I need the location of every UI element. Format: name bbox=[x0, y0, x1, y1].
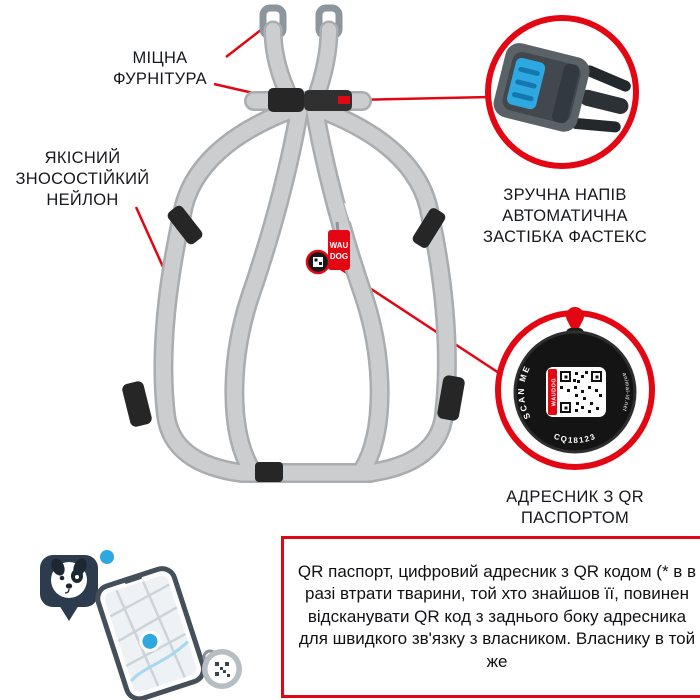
harness-illustration: WAU DOG bbox=[122, 4, 465, 483]
tag-scan-me-text: SCAN ME bbox=[516, 363, 531, 421]
harness-tag-line1: WAU bbox=[330, 241, 349, 250]
blue-dot-icon bbox=[100, 550, 114, 564]
label-nylon: ЯКІСНИЙ ЗНОСОСТІЙКИЙ НЕЙЛОН bbox=[15, 149, 150, 210]
harness-hardware bbox=[122, 88, 465, 482]
phone-illustration bbox=[40, 550, 242, 700]
qr-mini-tag-icon bbox=[202, 649, 242, 689]
tag-qr-plate: WAUDOG bbox=[546, 367, 606, 417]
callout-line-hardware-top bbox=[225, 25, 267, 58]
harness-tag-line2: DOG bbox=[330, 252, 348, 261]
description-text: QR паспорт, цифровий адресник з QR кодом… bbox=[297, 561, 697, 671]
harness-qr-tag bbox=[305, 249, 331, 275]
side-buckle-left bbox=[122, 381, 152, 427]
shine-highlight bbox=[344, 203, 362, 222]
phone-speaker bbox=[124, 576, 142, 584]
callout-line-buckle bbox=[351, 95, 491, 102]
clamp-red-mark bbox=[338, 96, 350, 104]
bottom-slider bbox=[255, 462, 283, 482]
svg-text:SCAN ME: SCAN ME bbox=[516, 363, 533, 421]
tag-brand-text: WAUDOG bbox=[552, 378, 558, 406]
label-hardware: МІЦНА ФУРНІТУРА bbox=[113, 49, 207, 89]
svg-text:CQ18123: CQ18123 bbox=[553, 432, 598, 445]
adjuster-left bbox=[167, 205, 203, 245]
tag-side-text: animal-id.net bbox=[621, 372, 630, 412]
label-buckle: ЗРУЧНА НАПІВ АВТОМАТИЧНА ЗАСТІБКА ФАСТЕК… bbox=[482, 186, 648, 247]
map-route bbox=[130, 640, 189, 683]
description-box: QR паспорт, цифровий адресник з QR кодом… bbox=[281, 536, 700, 698]
label-qr-tag: АДРЕСНИК З QR ПАСПОРТОМ bbox=[506, 488, 644, 528]
qr-tag-callout: WAUDOG bbox=[495, 307, 655, 470]
fastex-buckle-icon bbox=[493, 43, 631, 133]
tag-code-text: CQ18123 bbox=[553, 432, 596, 445]
top-clamp-right bbox=[304, 90, 352, 111]
side-buckle-right bbox=[437, 375, 465, 421]
svg-text:animal-id.net: animal-id.net bbox=[621, 372, 630, 412]
phone-device bbox=[95, 566, 207, 700]
tag-brand-strip bbox=[548, 369, 557, 415]
top-clamp-left bbox=[268, 88, 304, 112]
adjuster-right bbox=[412, 208, 446, 248]
map-marker-icon bbox=[139, 630, 161, 652]
buckle-callout bbox=[485, 15, 639, 169]
harness-brand-tag: WAU DOG bbox=[328, 221, 350, 270]
location-pin-icon bbox=[40, 555, 98, 621]
dog-face-icon bbox=[51, 558, 87, 594]
